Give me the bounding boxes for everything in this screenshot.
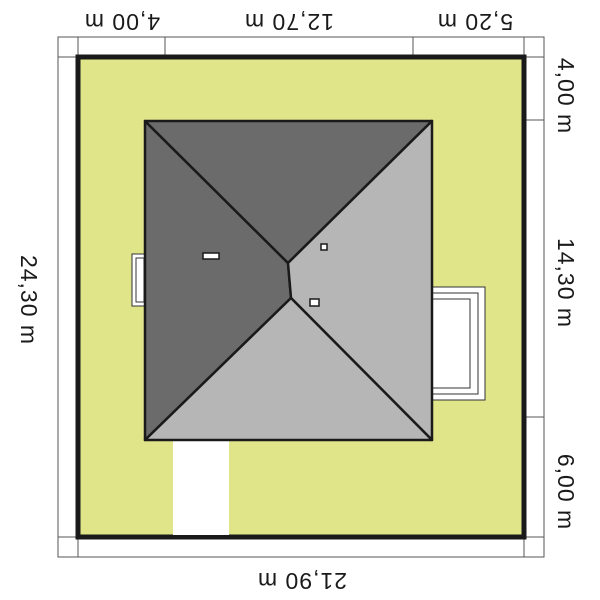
chimney: [320, 243, 328, 251]
dim-left-total: 24,30 m: [16, 255, 42, 345]
roof-vent: [309, 298, 320, 307]
roof-window: [202, 252, 220, 260]
dim-right-top: 4,00 m: [553, 58, 579, 134]
dim-top-left: 4,00 m: [84, 9, 160, 35]
dim-top-right: 5,20 m: [437, 9, 513, 35]
dim-top-center: 12,70 m: [244, 9, 334, 35]
walkway: [173, 440, 229, 535]
house-roof: [143, 119, 434, 442]
terrace: [429, 286, 486, 401]
dim-bottom-total: 21,90 m: [257, 568, 347, 594]
roof-south-plane: [143, 296, 434, 442]
dim-right-middle: 14,30 m: [553, 238, 579, 328]
roof-details: [202, 243, 328, 307]
dim-right-bottom: 6,00 m: [553, 454, 579, 530]
